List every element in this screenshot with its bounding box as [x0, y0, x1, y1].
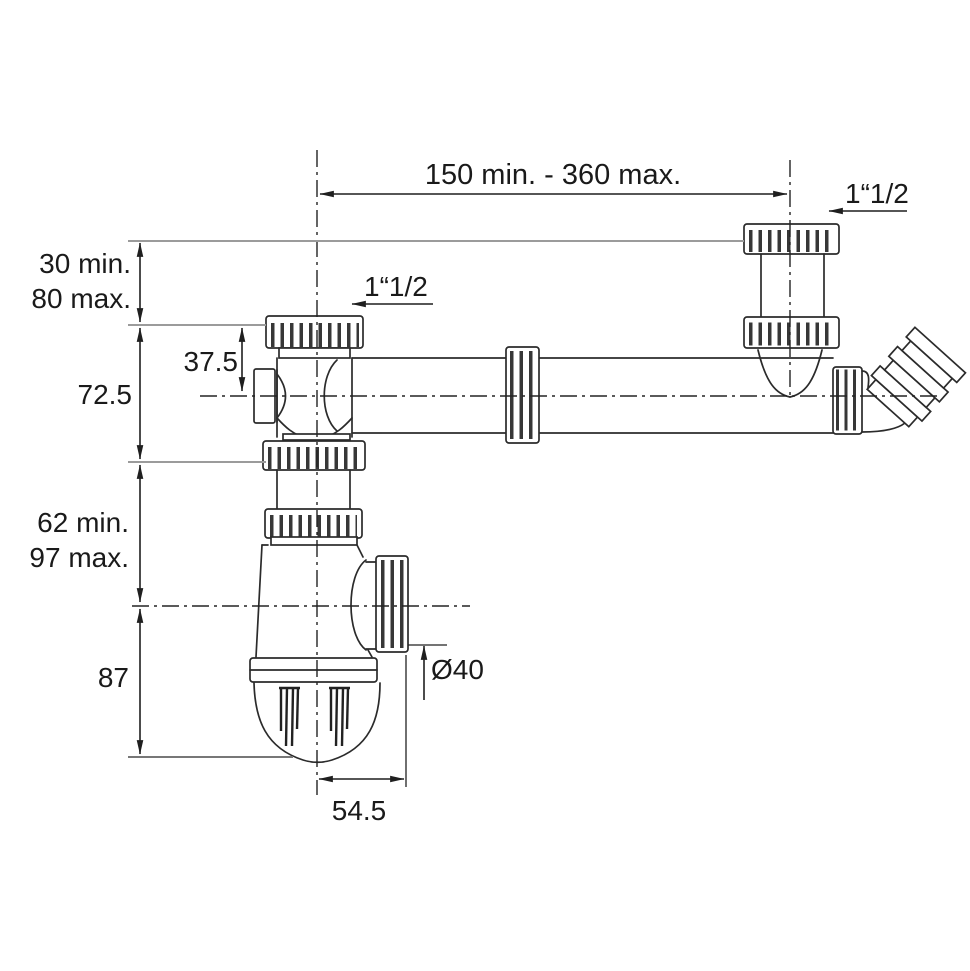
lower-trap [249, 440, 409, 764]
centerlines [132, 150, 938, 795]
dim-cup-depth: 87 [98, 608, 144, 755]
outlet-nut [375, 555, 409, 653]
dim-thread-trap: 1“1/2 [351, 271, 433, 308]
dim-outlet-diameter-label: Ø40 [431, 654, 484, 685]
dim-inlet-height-label: 72.5 [78, 379, 133, 410]
dim-drop: 62 min. 97 max. [29, 464, 144, 603]
dim-flange-to-axis-label: 37.5 [184, 346, 239, 377]
dim-drop-max-label: 97 max. [29, 542, 129, 573]
dim-thread-right-label: 1“1/2 [845, 178, 909, 209]
dim-offset-min-label: 30 min. [39, 248, 131, 279]
trap-inlet-nut [265, 315, 364, 359]
dim-offset-max-label: 80 max. [31, 283, 131, 314]
flexible-hose [861, 326, 967, 433]
tee-body [253, 357, 353, 441]
dim-top-span-label: 150 min. - 360 max. [425, 159, 681, 191]
dim-top-span: 150 min. - 360 max. [319, 159, 788, 198]
dim-thread-trap-label: 1“1/2 [364, 271, 428, 302]
dim-cup-depth-label: 87 [98, 662, 129, 693]
dim-outlet-offset: 54.5 [318, 775, 405, 826]
dimensions: 150 min. - 360 max. 1“1/2 1“1/2 30 min. … [29, 159, 908, 826]
dim-outlet-offset-label: 54.5 [332, 795, 387, 826]
dim-inlet-height: 72.5 [78, 327, 144, 460]
dim-flange-to-axis: 37.5 [184, 327, 246, 392]
pipe-end-nut [832, 366, 863, 435]
dim-outlet-diameter: Ø40 [420, 645, 484, 700]
siphon-assembly [249, 223, 967, 764]
dim-offset: 30 min. 80 max. [31, 242, 144, 323]
reference-lines [128, 240, 744, 787]
wall-inlet [743, 223, 840, 398]
dim-drop-min-label: 62 min. [37, 507, 129, 538]
horizontal-pipe [351, 357, 834, 434]
cup-ribs [279, 686, 350, 747]
pipe-slide-nut [505, 346, 540, 444]
dim-thread-right: 1“1/2 [828, 178, 909, 215]
